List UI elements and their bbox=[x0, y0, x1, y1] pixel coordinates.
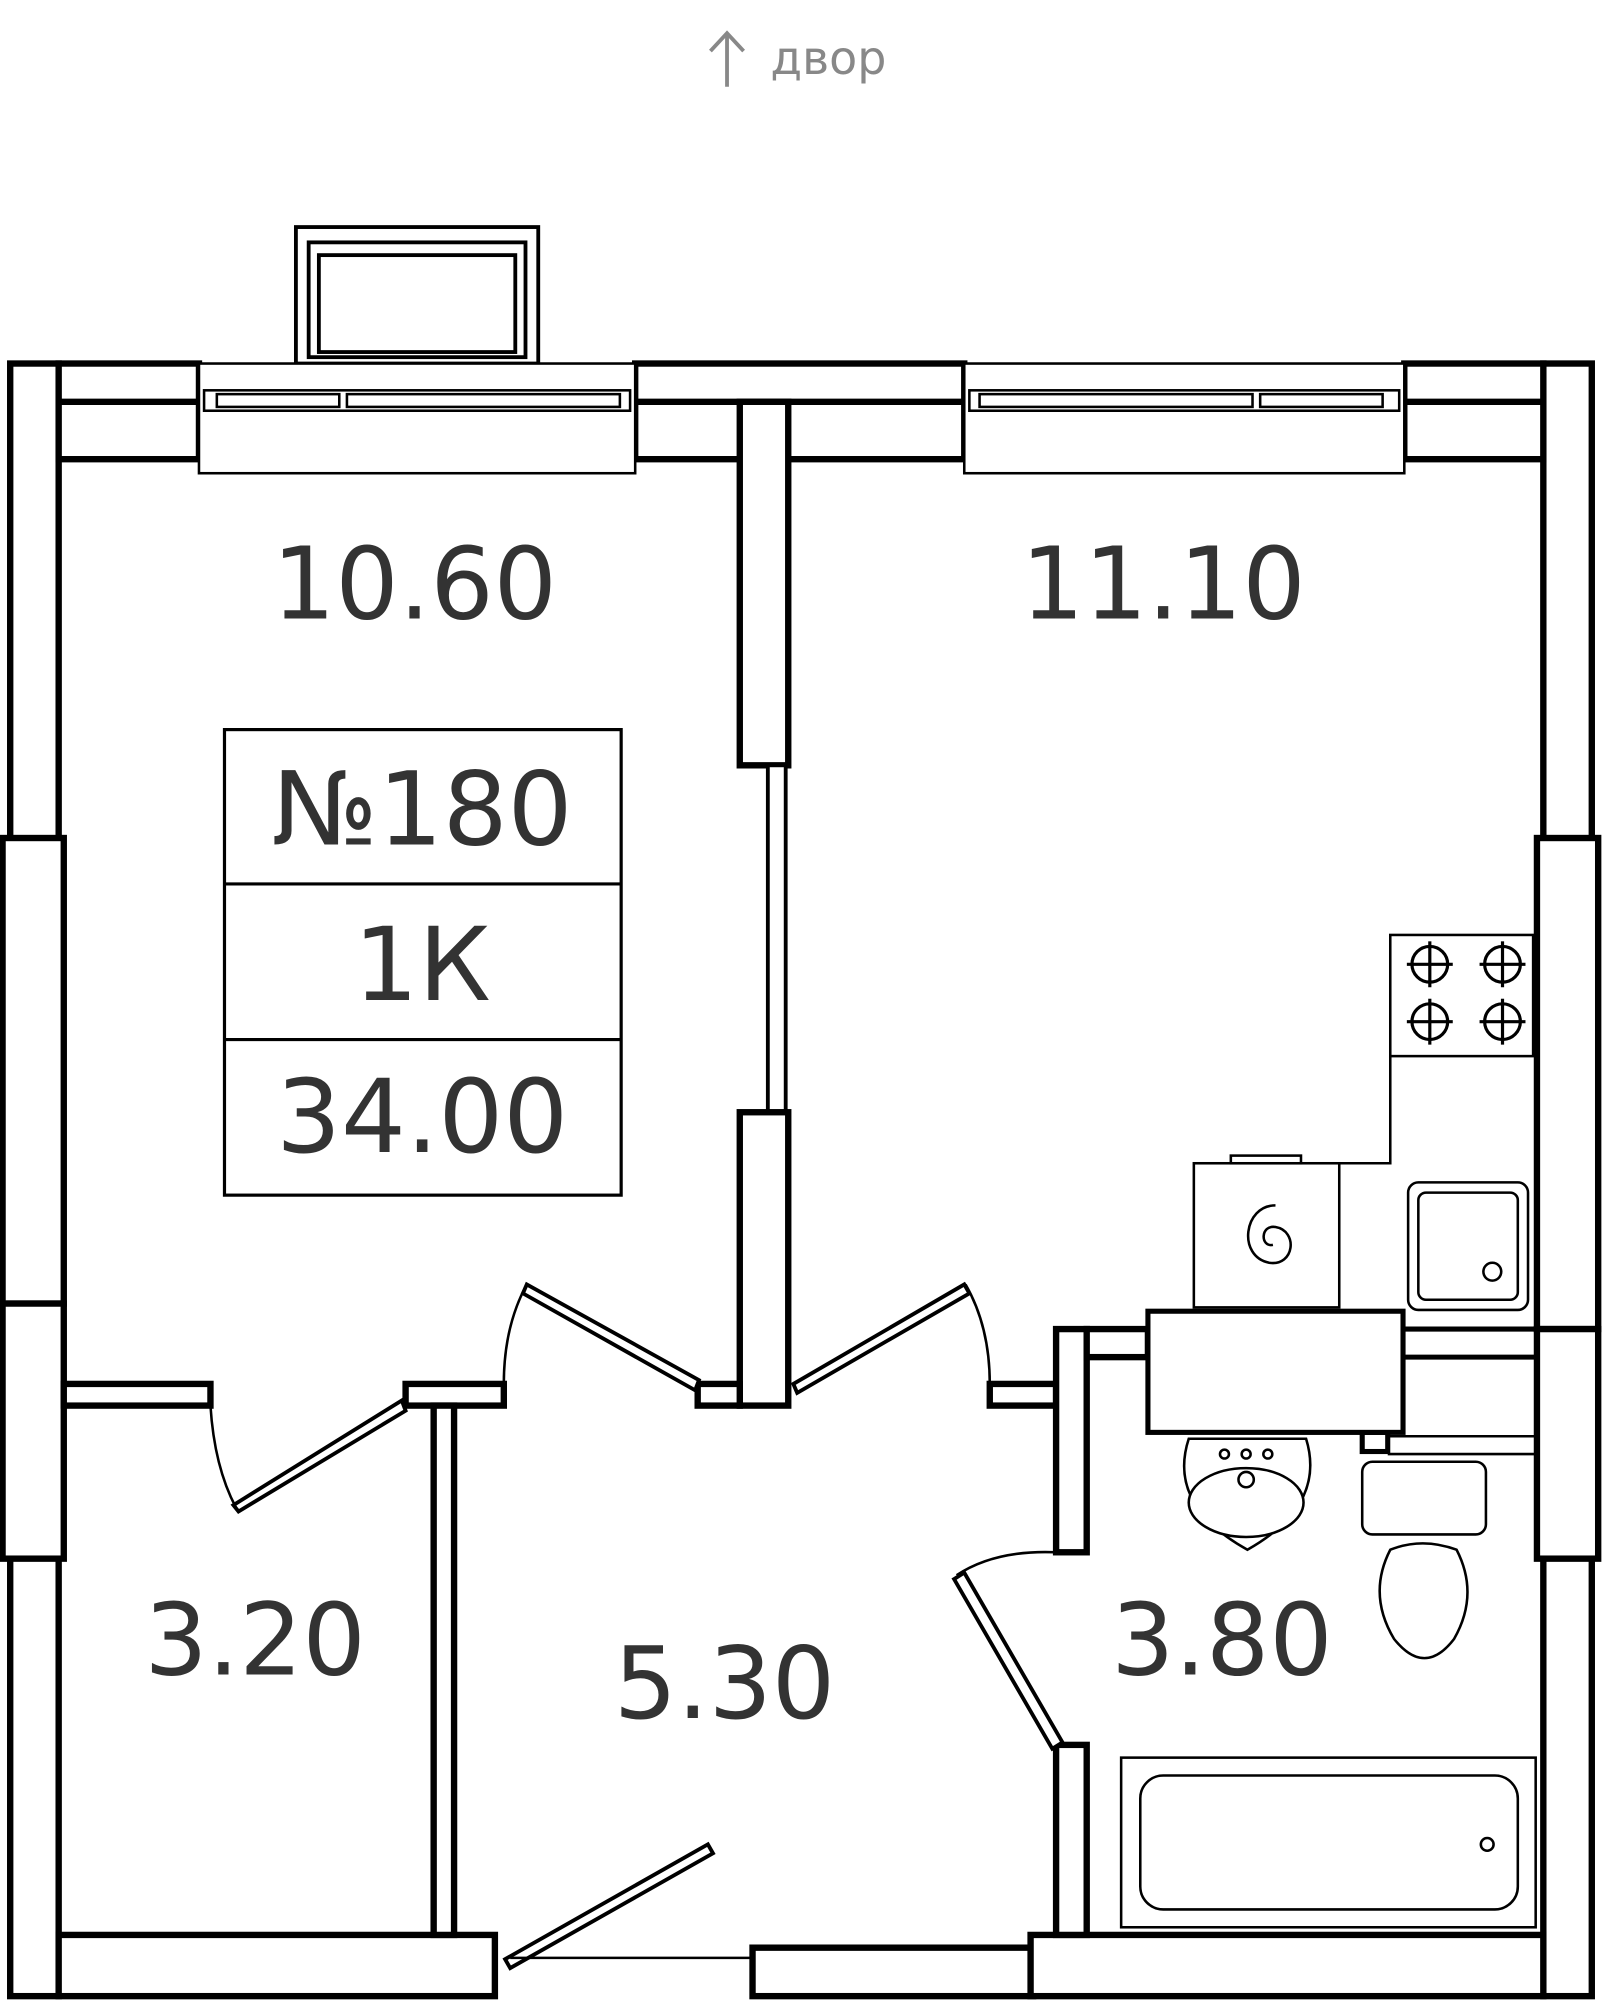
apartment-info-box: №180 1К 34.00 bbox=[222, 728, 623, 1197]
interior-walls bbox=[60, 398, 1537, 1939]
doors bbox=[209, 1281, 1066, 1971]
kitchen-sink bbox=[1406, 1181, 1530, 1312]
room-area-bathroom: 3.80 bbox=[1111, 1584, 1332, 1699]
kitchen-counter bbox=[1339, 1056, 1392, 1165]
room-area-hallway: 5.30 bbox=[614, 1627, 835, 1742]
bathtub bbox=[1119, 1756, 1537, 1929]
washing-machine bbox=[1192, 1154, 1341, 1309]
room-area-living: 10.60 bbox=[272, 528, 557, 643]
balcony bbox=[293, 225, 541, 366]
windows bbox=[0, 362, 1602, 1562]
apartment-type: 1К bbox=[354, 906, 491, 1025]
apartment-total-area: 34.00 bbox=[276, 1058, 568, 1177]
bathroom-sink bbox=[1182, 1437, 1312, 1552]
kitchen-stove bbox=[1388, 933, 1535, 1058]
bathroom-counter bbox=[1145, 1308, 1406, 1435]
toilet bbox=[1360, 1460, 1488, 1660]
orientation-marker: двор bbox=[709, 30, 886, 87]
room-area-kitchen: 11.10 bbox=[1021, 528, 1306, 643]
orientation-label: двор bbox=[770, 31, 886, 85]
arrow-up-icon bbox=[709, 30, 746, 87]
apartment-number: №180 bbox=[272, 750, 573, 869]
room-area-storage: 3.20 bbox=[144, 1584, 365, 1699]
